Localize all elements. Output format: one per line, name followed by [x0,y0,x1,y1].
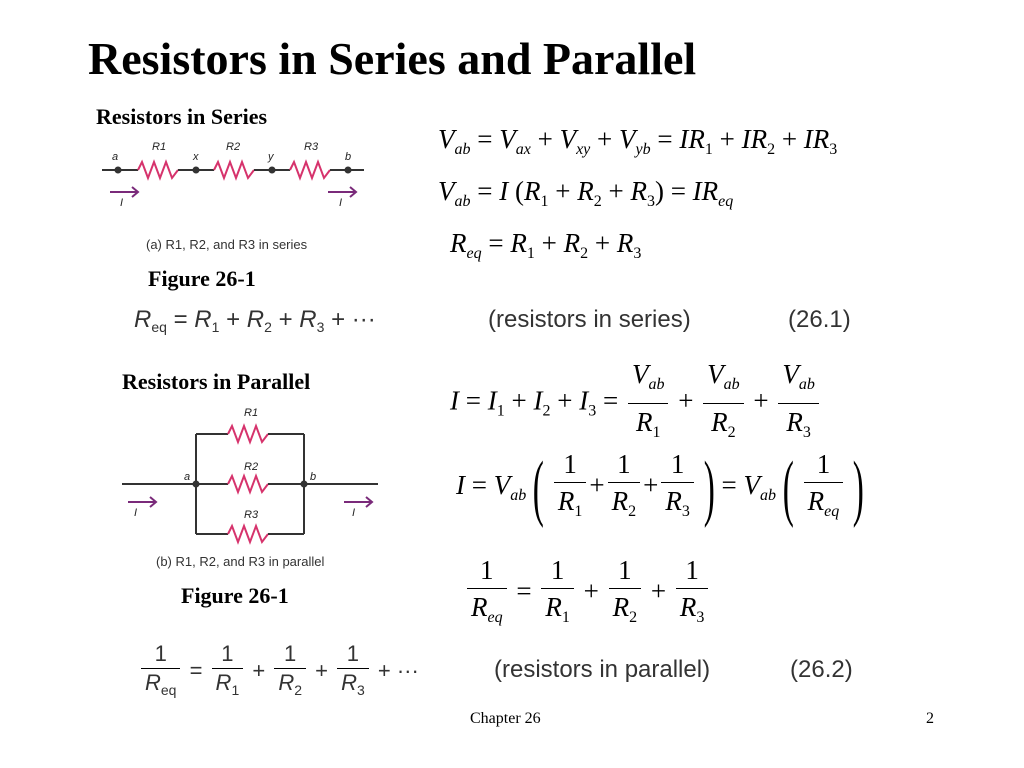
series-eq-3: Req = R1 + R2 + R3 [450,228,642,262]
label-a-parallel: a [184,471,190,483]
label-r2-parallel: R2 [244,461,258,473]
footer-chapter: Chapter 26 [470,710,541,727]
label-r3-parallel: R3 [244,509,259,521]
label-b-parallel: b [310,471,316,483]
resistor-r1-parallel [227,423,269,445]
label-r3: R3 [304,141,319,153]
series-note: (resistors in series) [488,306,691,333]
figure-label-parallel: Figure 26-1 [181,583,289,608]
parallel-note: (resistors in parallel) [494,656,711,683]
label-r1: R1 [152,141,166,153]
series-caption: (a) R1, R2, and R3 in series [146,237,308,252]
resistor-r3 [289,159,331,181]
label-x: x [192,151,199,163]
parallel-heading: Resistors in Parallel [122,369,311,394]
slide-title: Resistors in Series and Parallel [88,33,697,84]
label-b: b [345,151,351,163]
resistor-r3-parallel [227,523,269,545]
label-r2: R2 [226,141,240,153]
resistor-r2 [213,159,255,181]
footer-page-number: 2 [926,710,934,727]
label-y: y [267,151,275,163]
label-i-right: I [339,197,342,209]
series-textbook-eq: Req = R1 + R2 + R3 + ··· [134,306,376,335]
series-eq-number: (26.1) [788,306,851,333]
resistor-r2-parallel [227,473,269,495]
parallel-caption: (b) R1, R2, and R3 in parallel [156,554,325,569]
figure-label-series: Figure 26-1 [148,266,256,291]
label-i-right-parallel: I [352,507,355,519]
label-a: a [112,151,118,163]
series-eq-2: Vab = I (R1 + R2 + R3) = IReq [438,176,734,210]
series-circuit-diagram: a R1 x R2 y R3 b I I [102,141,364,209]
parallel-eq-number: (26.2) [790,656,853,683]
series-heading: Resistors in Series [96,104,268,129]
series-eq-1: Vab = Vax + Vxy + Vyb = IR1 + IR2 + IR3 [438,124,838,158]
label-i-left-parallel: I [134,507,137,519]
label-r1-parallel: R1 [244,407,258,419]
parallel-circuit-diagram: R1 R2 R3 a b I I [122,407,378,545]
resistor-r1 [137,159,179,181]
label-i-left: I [120,197,123,209]
